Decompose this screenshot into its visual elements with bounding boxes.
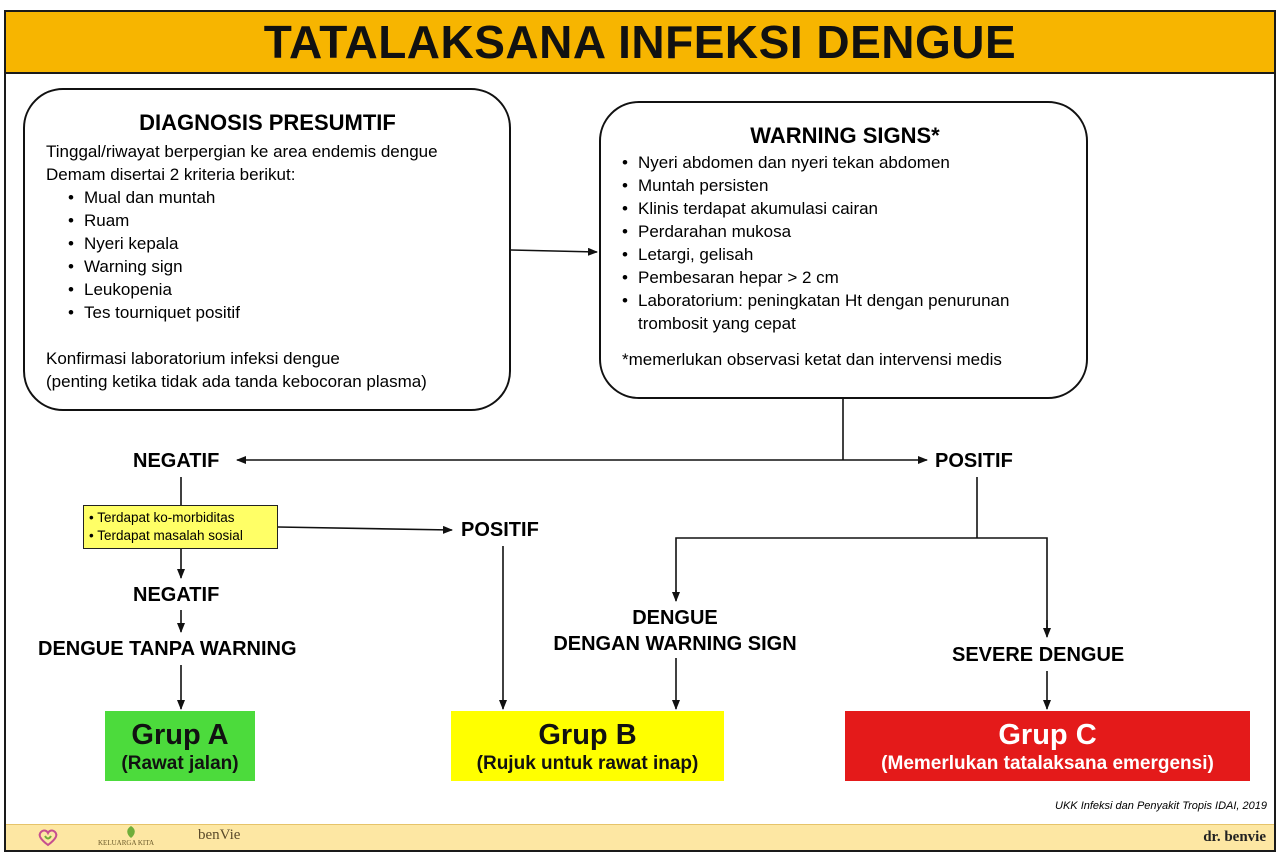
label-dengue-tanpa-warning: DENGUE TANPA WARNING [38, 638, 297, 660]
comorbidity-item: • Terdapat ko-morbiditas [89, 510, 235, 525]
label-positif-top: POSITIF [935, 450, 1013, 472]
diagnosis-line-fever: Demam disertai 2 kriteria berikut: [46, 165, 296, 184]
citation: UKK Infeksi dan Penyakit Tropis IDAI, 20… [1055, 800, 1267, 812]
warning-signs-box: WARNING SIGNS* Nyeri abdomen dan nyeri t… [599, 101, 1088, 399]
label-severe-dengue: SEVERE DENGUE [952, 644, 1125, 666]
warning-item: Pembesaran hepar > 2 cm [622, 266, 1068, 289]
comorbidity-item: • Terdapat masalah sosial [89, 528, 243, 543]
diagnosis-box: DIAGNOSIS PRESUMTIF Tinggal/riwayat berp… [23, 88, 511, 411]
warning-list: Nyeri abdomen dan nyeri tekan abdomen Mu… [622, 151, 1068, 335]
group-c-box: Grup C (Memerlukan tatalaksana emergensi… [845, 711, 1250, 781]
criteria-list: Mual dan muntah Ruam Nyeri kepala Warnin… [68, 186, 489, 324]
label-negatif-mid: NEGATIF [133, 584, 220, 606]
group-a-title: Grup A [131, 719, 229, 751]
group-b-box: Grup B (Rujuk untuk rawat inap) [451, 711, 724, 781]
warning-item: Perdarahan mukosa [622, 220, 1068, 243]
label-positif-mid: POSITIF [461, 519, 539, 541]
criteria-item: Leukopenia [68, 278, 489, 301]
arrow-diagnosis-to-warning [510, 247, 598, 256]
warning-item: Laboratorium: peningkatan Ht dengan penu… [622, 289, 1068, 335]
group-a-subtitle: (Rawat jalan) [121, 753, 239, 774]
label-dengue-line-2: DENGAN WARNING SIGN [553, 633, 797, 655]
criteria-item: Tes tourniquet positif [68, 301, 489, 324]
warning-heading: WARNING SIGNS* [750, 123, 940, 148]
heart-logo-icon [38, 829, 58, 847]
label-dengue-line-1: DENGUE [632, 607, 718, 629]
criteria-item: Mual dan muntah [68, 186, 489, 209]
group-c-subtitle: (Memerlukan tatalaksana emergensi) [881, 753, 1214, 774]
label-dengue-dengan-warning: DENGUE DENGAN WARNING SIGN [540, 605, 810, 657]
title-bar: TATALAKSANA INFEKSI DENGUE [6, 12, 1274, 74]
warning-item: Letargi, gelisah [622, 243, 1068, 266]
label-negatif-top: NEGATIF [133, 450, 220, 472]
warning-item: Klinis terdapat akumulasi cairan [622, 197, 1068, 220]
criteria-item: Warning sign [68, 255, 489, 278]
brand-keluarga-kita: KELUARGA KITA [98, 839, 155, 847]
warning-item: Nyeri abdomen dan nyeri tekan abdomen [622, 151, 1068, 174]
group-c-title: Grup C [998, 719, 1097, 751]
author-name: dr. benvie [1203, 829, 1266, 845]
arrow-note-to-positif [277, 525, 453, 534]
group-b-subtitle: (Rujuk untuk rawat inap) [476, 753, 699, 774]
criteria-item: Nyeri kepala [68, 232, 489, 255]
diagnosis-heading: DIAGNOSIS PRESUMTIF [139, 110, 396, 135]
group-b-title: Grup B [538, 719, 637, 751]
diagnosis-line-residence: Tinggal/riwayat berpergian ke area endem… [46, 142, 438, 161]
warning-note: *memerlukan observasi ketat dan interven… [622, 350, 1002, 369]
confirm-line-2: (penting ketika tidak ada tanda kebocora… [46, 372, 427, 391]
leaf-logo-icon [127, 826, 135, 838]
confirm-line-1: Konfirmasi laboratorium infeksi dengue [46, 349, 340, 368]
group-a-box: Grup A (Rawat jalan) [105, 711, 255, 781]
page-title: TATALAKSANA INFEKSI DENGUE [263, 16, 1017, 68]
comorbidity-note: • Terdapat ko-morbiditas • Terdapat masa… [83, 505, 278, 549]
criteria-item: Ruam [68, 209, 489, 232]
line-split [675, 537, 1048, 636]
warning-item: Muntah persisten [622, 174, 1068, 197]
footer-bar: KELUARGA KITA benVie dr. benvie [6, 824, 1274, 850]
brand-benvie: benVie [198, 827, 241, 843]
